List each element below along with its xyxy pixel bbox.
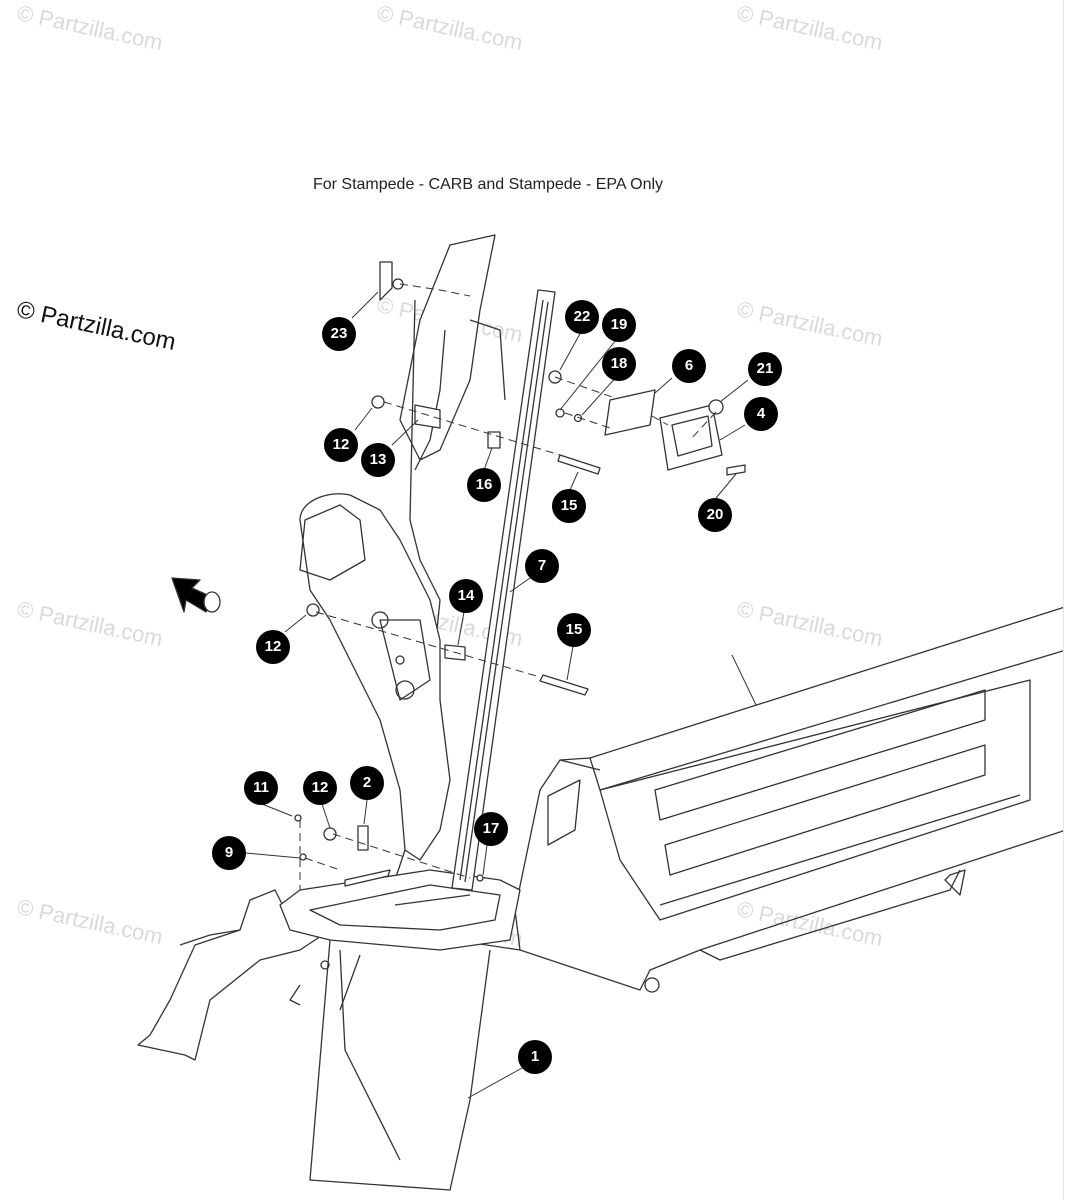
callout-19[interactable]: 19 [602,308,636,342]
callout-7[interactable]: 7 [525,549,559,583]
rail [451,289,556,891]
callout-14[interactable]: 14 [449,579,483,613]
direction-arrow-icon [171,577,221,613]
callout-11[interactable]: 11 [244,771,278,805]
callout-1[interactable]: 1 [518,1040,552,1074]
callout-13[interactable]: 13 [361,443,395,477]
hardware [294,261,746,882]
callout-4[interactable]: 4 [744,397,778,431]
callout-17[interactable]: 17 [474,812,508,846]
callout-9[interactable]: 9 [212,836,246,870]
callout-12[interactable]: 12 [303,771,337,805]
callout-16[interactable]: 16 [467,468,501,502]
callout-15[interactable]: 15 [557,613,591,647]
callout-18[interactable]: 18 [602,347,636,381]
page-edge [1063,0,1076,1200]
diagram-caption: For Stampede - CARB and Stampede - EPA O… [312,176,664,193]
callout-6[interactable]: 6 [672,349,706,383]
assembly-lines [299,283,717,890]
callout-20[interactable]: 20 [698,498,732,532]
callout-23[interactable]: 22 [565,300,599,334]
callout-21[interactable]: 21 [748,352,782,386]
callout-15[interactable]: 15 [552,489,586,523]
callout-22[interactable]: 23 [322,317,356,351]
cargo-bed [419,605,1069,993]
callout-2[interactable]: 2 [350,766,384,800]
leader-lines [245,291,757,1099]
callout-12[interactable]: 12 [256,630,290,664]
callout-12[interactable]: 12 [324,428,358,462]
console-bin [279,869,521,1191]
